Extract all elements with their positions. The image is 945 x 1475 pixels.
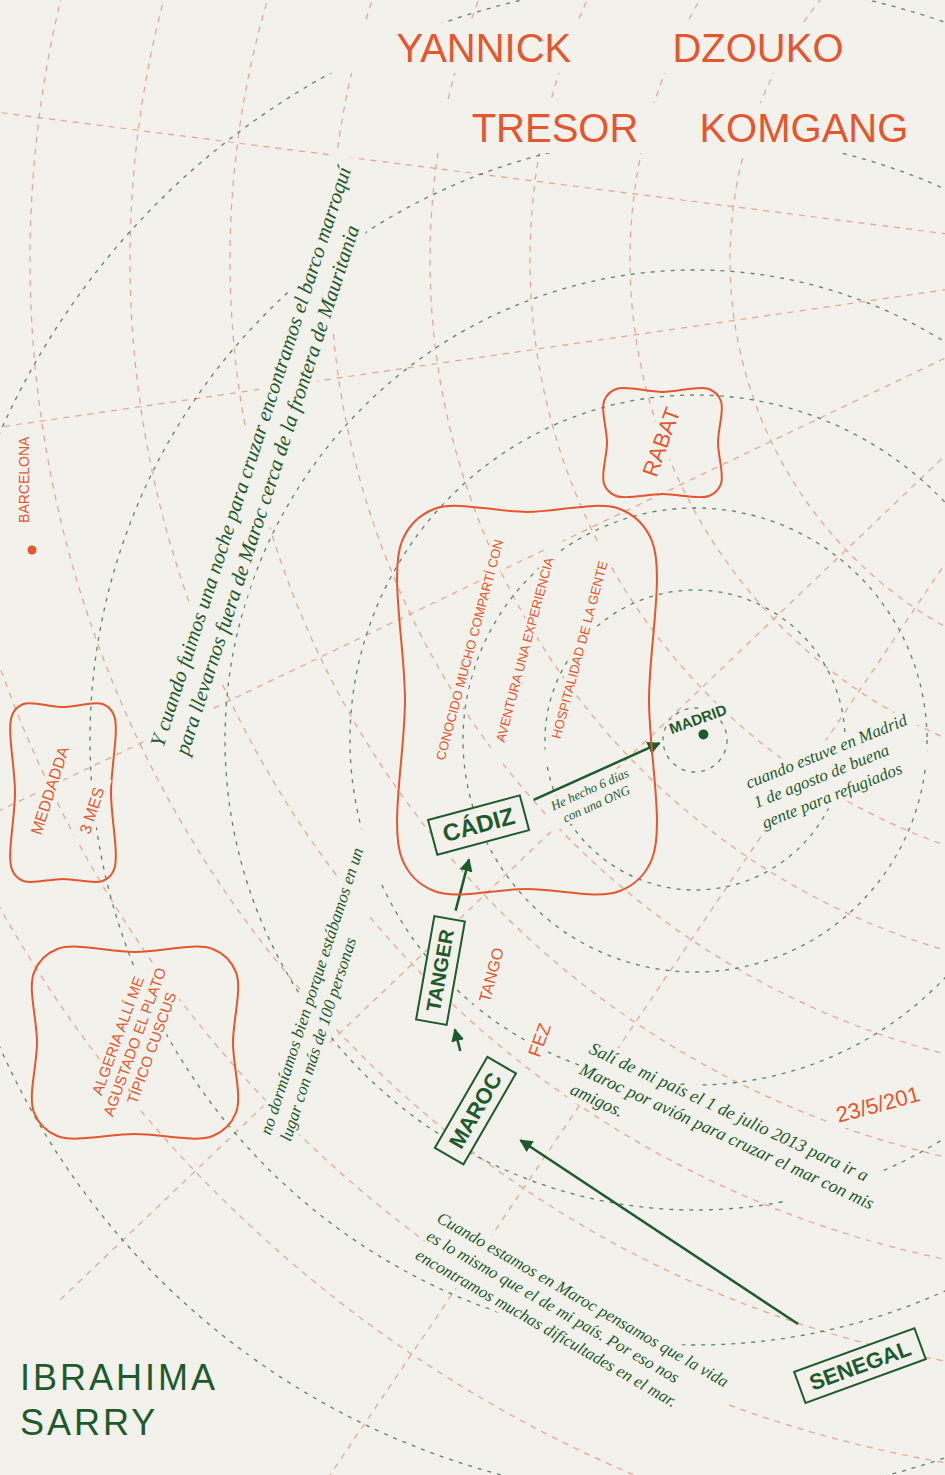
- country-region: ALGERIA ALLÍ ME AGUSTADO EL PLATO TÍPICO…: [30, 945, 240, 1140]
- blob-outline-path: [10, 703, 116, 882]
- author-name: YANNICK DZOUKO: [320, 23, 920, 73]
- city-dot: [697, 728, 710, 741]
- city-box: CÁDIZ: [426, 794, 530, 856]
- blob-outline-path: [397, 506, 657, 895]
- route-arrow: [455, 1029, 460, 1051]
- orange-ring: [130, 0, 945, 1280]
- city-region: RABAT: [600, 385, 725, 500]
- country-box: SENEGAL: [793, 1326, 928, 1404]
- story-note: Salí de mi país el 1 de julio 2013 para …: [567, 1037, 904, 1242]
- author-name: IBRAHIMA SARRY: [20, 1355, 250, 1445]
- route-arrow: [456, 859, 469, 910]
- blob-outline-path: [603, 388, 722, 497]
- box-text: SENEGAL: [806, 1335, 914, 1395]
- city-region: MEDDADDA3 MES: [8, 700, 118, 885]
- orange-ring: [730, 0, 945, 680]
- orange-ring: [30, 0, 945, 1380]
- orange-ray: [0, 260, 945, 430]
- region-text: MEDDADDA: [22, 730, 77, 850]
- orange-ray: [330, 260, 945, 1475]
- green-ring: [90, 135, 945, 1345]
- orange-ring: [330, 0, 945, 1080]
- city-dot: [28, 546, 37, 555]
- city-label: TANGO: [473, 939, 510, 1012]
- orange-ray: [0, 260, 945, 820]
- green-ring: [350, 395, 945, 1085]
- blob-outline-path: [32, 947, 238, 1139]
- memory-region: CONOCIDO MUCHO COMPARTÍ CONAVENTURA UNA …: [398, 505, 656, 895]
- story-note: Cuando estamos en Maroc pensamos que la …: [412, 1207, 738, 1432]
- story-note: cuando estuve en Madrid 1 de agosto de b…: [743, 707, 934, 834]
- country-box: MAROC: [433, 1055, 517, 1165]
- story-note: no dormíamos bien porque estábamos en un…: [255, 826, 394, 1143]
- story-note: Y cuando fuimos una noche para cruzar en…: [144, 152, 386, 758]
- city-label: FEZ: [522, 1015, 558, 1064]
- region-text: ALGERIA ALLÍ ME AGUSTADO EL PLATO TÍPICO…: [82, 958, 187, 1127]
- route-label: He hecho 6 días con una ONG: [541, 762, 645, 831]
- region-text: 3 MES: [72, 774, 112, 847]
- author-name: TRESOR KOMGANG: [430, 103, 945, 153]
- date-note: 23/5/201: [826, 1079, 930, 1131]
- orange-ray: [60, 260, 945, 1300]
- city-point: MADRID: [663, 698, 737, 753]
- city-label: BARCELONA: [16, 425, 34, 535]
- box-text: TANGER: [421, 927, 457, 1013]
- city-box: TANGER: [414, 914, 465, 1025]
- box-text: CÁDIZ: [439, 802, 517, 847]
- region-text: RABAT: [634, 395, 690, 489]
- box-text: MAROC: [443, 1068, 506, 1152]
